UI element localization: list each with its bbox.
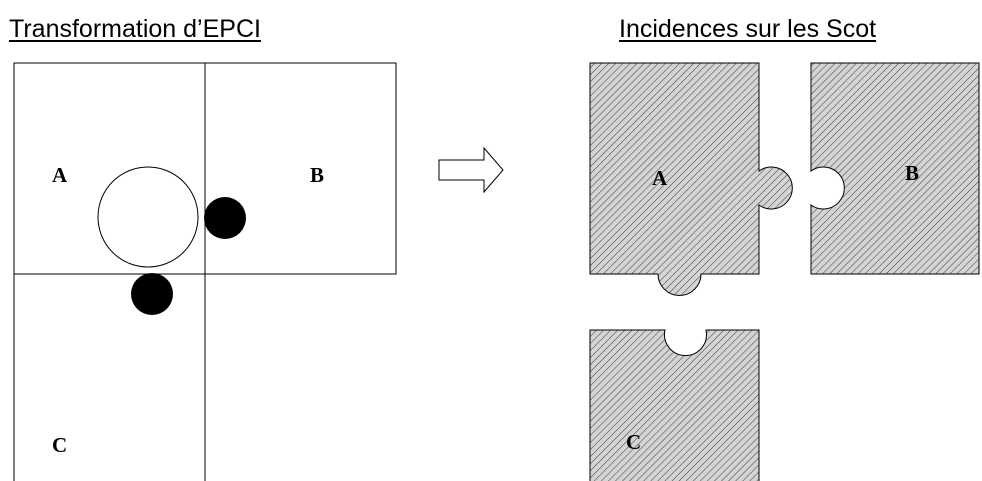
piece-label-c: C <box>626 430 641 454</box>
zone-label-c: C <box>52 433 67 457</box>
puzzle-piece-a <box>589 62 793 296</box>
piece-label-b: B <box>905 161 919 185</box>
epci-map <box>13 62 397 481</box>
merged-area-circle <box>97 166 199 268</box>
left-panel-title: Transformation d’EPCI <box>9 15 261 43</box>
zone-label-a: A <box>52 163 68 187</box>
puzzle-piece-b <box>810 62 980 275</box>
commune-dot-right <box>204 197 246 239</box>
right-panel-title: Incidences sur les Scot <box>619 15 877 43</box>
zone-label-b: B <box>310 163 324 187</box>
puzzle-piece-c <box>589 329 760 481</box>
commune-dot-bottom <box>131 273 173 315</box>
piece-label-a: A <box>652 166 668 190</box>
outline-right-arrow-icon <box>438 146 504 194</box>
